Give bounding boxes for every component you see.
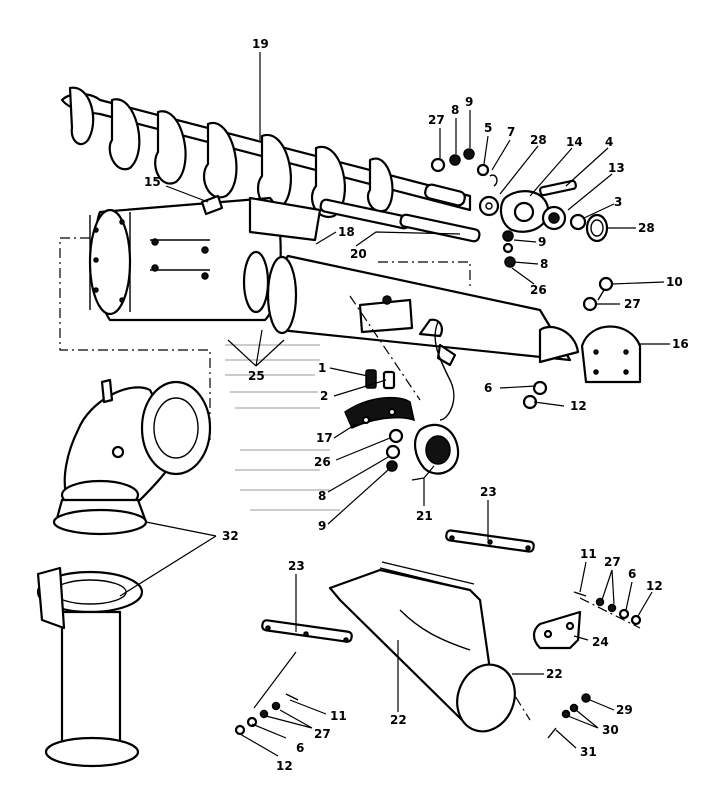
motor-21 [414, 321, 460, 475]
callout-25: 25 [248, 369, 265, 383]
callout-2: 2 [320, 389, 328, 403]
callout-23: 23 [288, 559, 305, 573]
callout-9: 9 [318, 519, 326, 533]
callout-8: 8 [451, 103, 459, 117]
callout-1: 1 [318, 361, 326, 375]
callout-9: 9 [465, 95, 473, 109]
bracket-24 [532, 610, 582, 650]
callout-8: 8 [540, 257, 548, 271]
bearing-assembly [478, 179, 609, 243]
callout-28: 28 [530, 133, 547, 147]
callout-27: 27 [604, 555, 621, 569]
callout-11: 11 [580, 547, 597, 561]
callout-14: 14 [566, 135, 583, 149]
leader-lines [119, 52, 670, 757]
callout-24: 24 [592, 635, 609, 649]
auger-screw [60, 86, 472, 219]
right-tube [266, 254, 580, 367]
callout-27: 27 [314, 727, 331, 741]
callout-12: 12 [276, 759, 293, 773]
callout-32: 32 [222, 529, 239, 543]
callout-6: 6 [296, 741, 304, 755]
callout-16: 16 [672, 337, 689, 351]
callout-12: 12 [646, 579, 663, 593]
callout-7: 7 [507, 125, 515, 139]
callout-8: 8 [318, 489, 326, 503]
background-pattern [225, 344, 340, 511]
callout-26: 26 [314, 455, 331, 469]
fasteners-bottom-left [234, 693, 299, 736]
callout-23: 23 [480, 485, 497, 499]
fasteners-29-31 [547, 693, 591, 739]
left-tube [88, 196, 322, 322]
strap-23a [445, 529, 535, 553]
wear-plate [344, 396, 416, 430]
callout-22: 22 [390, 713, 407, 727]
callout-labels: 19 27 8 9 5 7 28 14 4 13 3 28 15 18 20 9… [144, 37, 689, 773]
callout-27: 27 [624, 297, 641, 311]
callout-20: 20 [350, 247, 367, 261]
fasteners-mid [385, 428, 404, 472]
callout-28: 28 [638, 221, 655, 235]
hopper-chute [328, 561, 516, 733]
callout-22: 22 [546, 667, 563, 681]
callout-19: 19 [252, 37, 269, 51]
callout-6: 6 [628, 567, 636, 581]
callout-29: 29 [616, 703, 633, 717]
end-cap [580, 276, 642, 384]
callout-9: 9 [538, 235, 546, 249]
callout-27: 27 [428, 113, 445, 127]
callout-30: 30 [602, 723, 619, 737]
callout-13: 13 [608, 161, 625, 175]
callout-26: 26 [530, 283, 547, 297]
callout-3: 3 [614, 195, 622, 209]
callout-11: 11 [330, 709, 347, 723]
callout-5: 5 [484, 121, 492, 135]
callout-17: 17 [316, 431, 333, 445]
strap-23b [261, 619, 353, 643]
callout-15: 15 [144, 175, 161, 189]
callout-18: 18 [338, 225, 355, 239]
discharge-tube [36, 566, 144, 768]
callout-31: 31 [580, 745, 597, 759]
discharge-elbow [52, 378, 212, 536]
callout-4: 4 [605, 135, 613, 149]
callout-12: 12 [570, 399, 587, 413]
callout-6: 6 [484, 381, 492, 395]
fasteners-top [430, 148, 516, 268]
callout-21: 21 [416, 509, 433, 523]
fasteners-bottom-right [573, 591, 642, 626]
clip-15 [200, 194, 224, 216]
callout-10: 10 [666, 275, 683, 289]
